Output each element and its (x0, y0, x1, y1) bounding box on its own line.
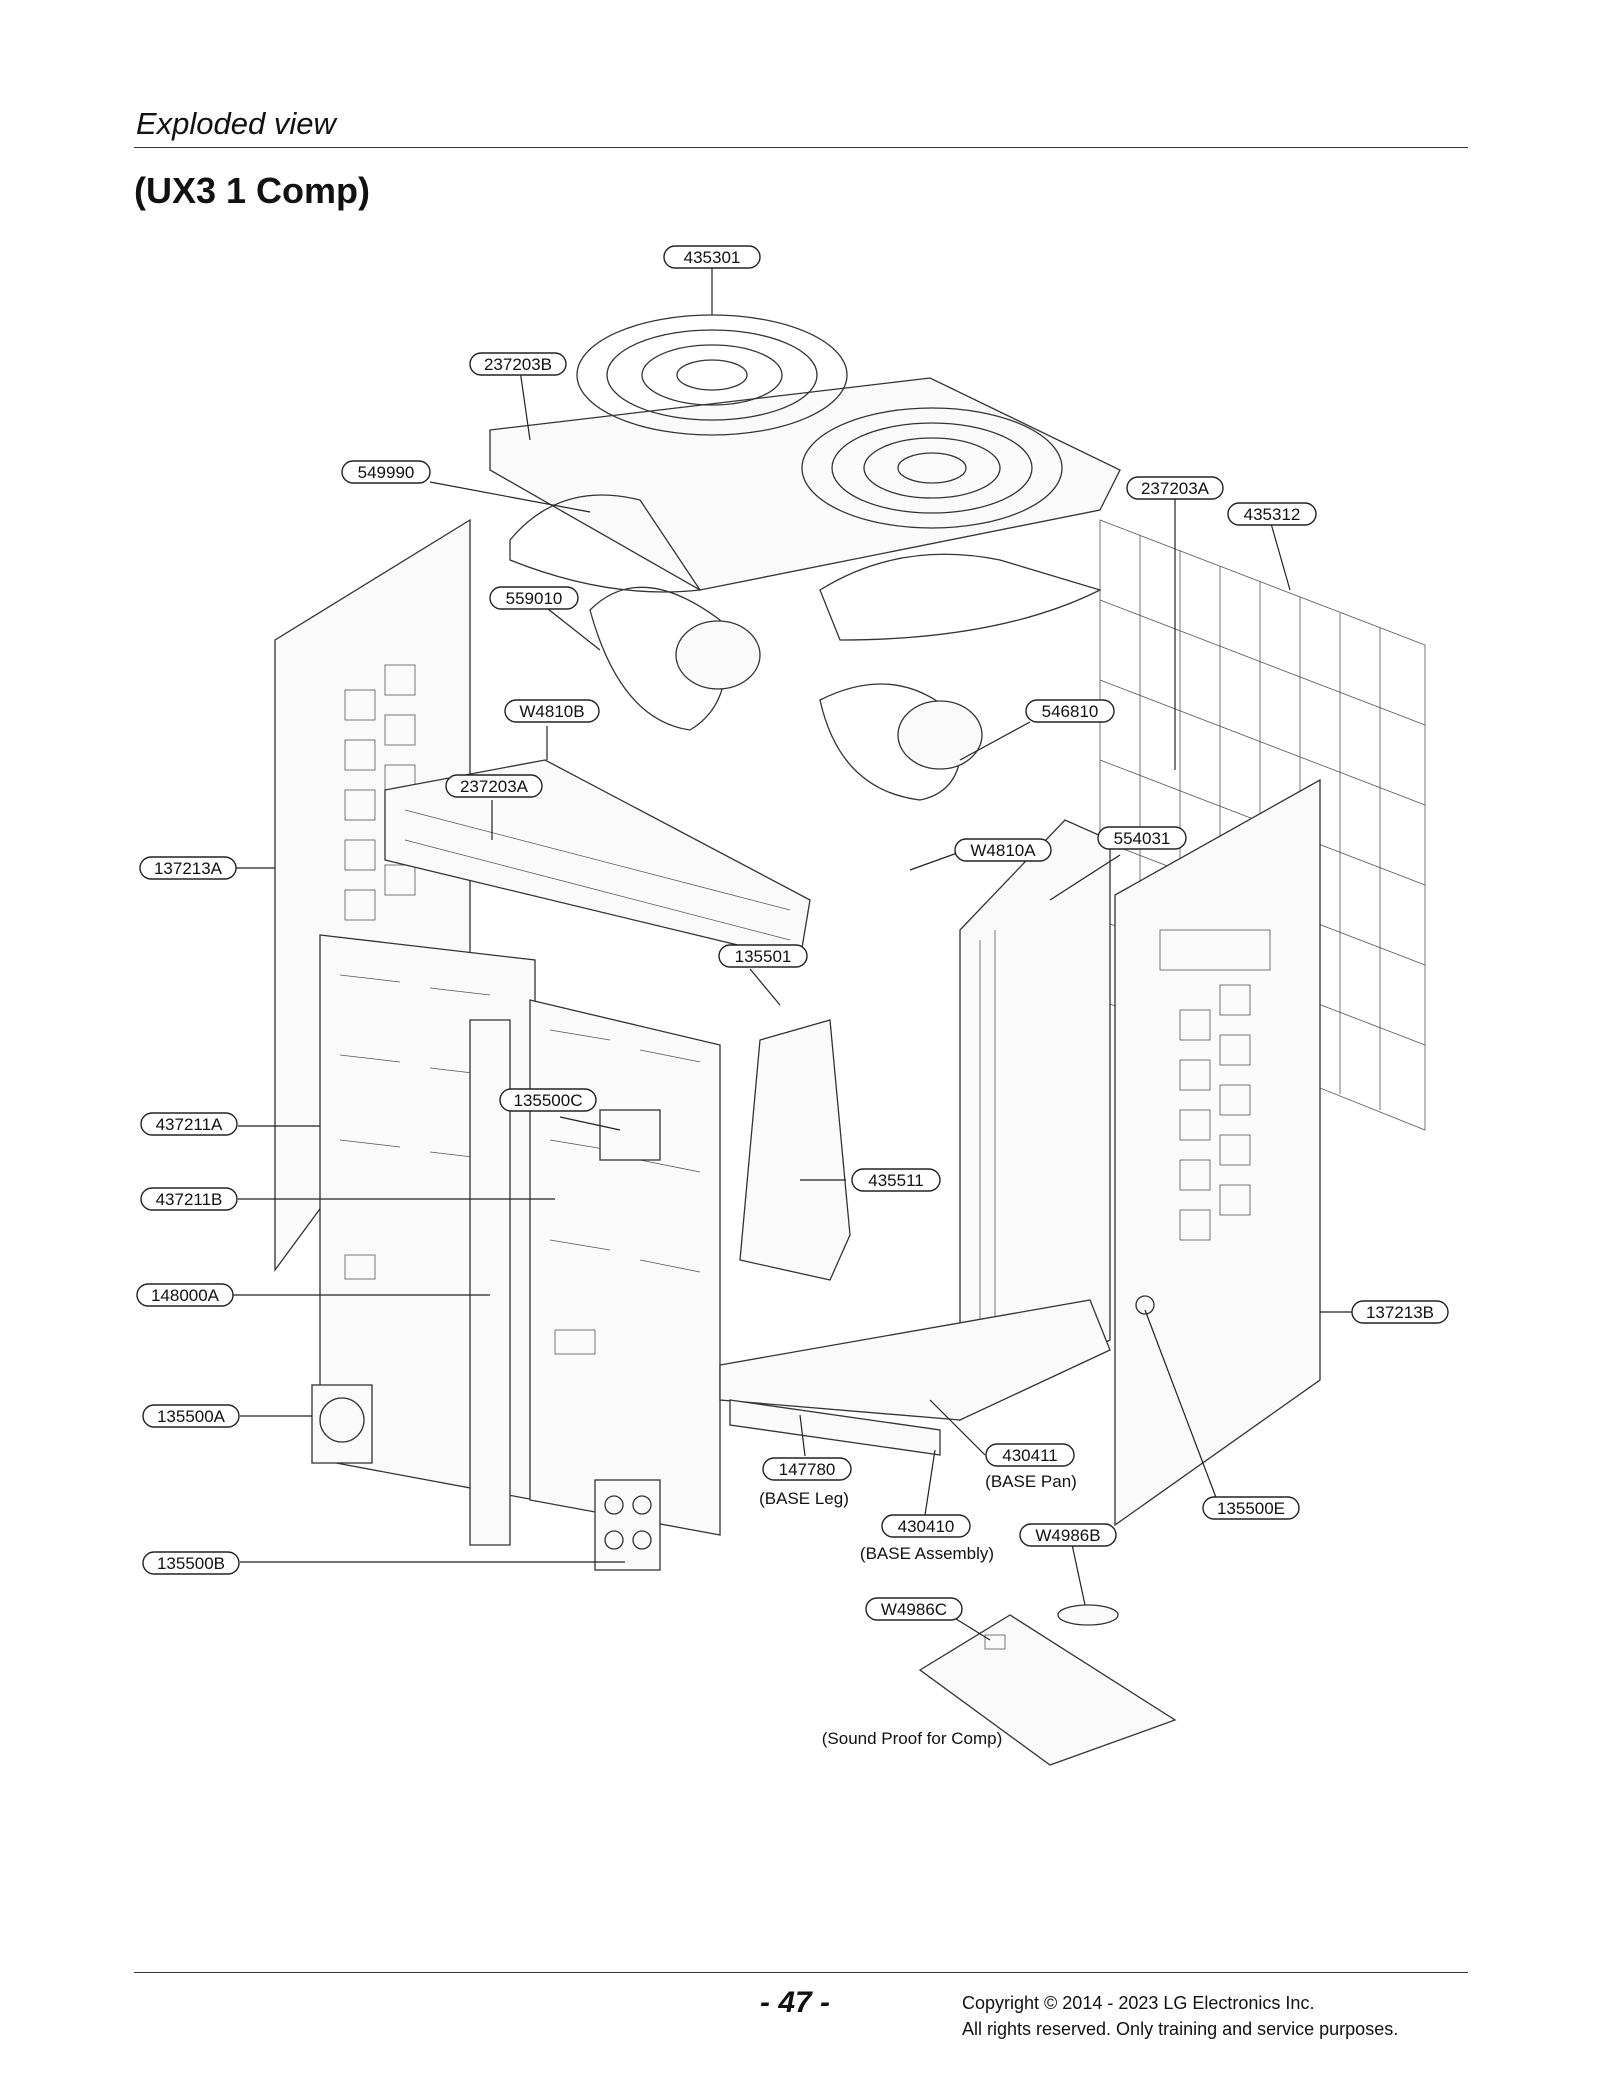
label-237203a-top: 237203A (1126, 476, 1224, 500)
part-number-text: 435312 (1244, 505, 1301, 524)
part-number-text: 135500E (1217, 1499, 1285, 1518)
label-w4810a: W4810A (954, 838, 1052, 862)
shroud-left (509, 494, 702, 593)
part-number-text: W4986C (881, 1600, 947, 1619)
grommet-b (594, 1479, 661, 1571)
label-135500b: 135500B (142, 1551, 240, 1575)
label-135500e: 135500E (1202, 1496, 1300, 1520)
part-number-text: 135500C (513, 1091, 582, 1110)
part-number-text: 435511 (868, 1171, 923, 1190)
copyright: Copyright © 2014 - 2023 LG Electronics I… (962, 1990, 1398, 2042)
front-panel-b (529, 999, 721, 1536)
part-number-text: 137213B (1366, 1303, 1434, 1322)
part-number-text: 546810 (1042, 702, 1099, 721)
label-135500a: 135500A (142, 1404, 240, 1428)
fan-blade-left (589, 586, 727, 731)
label-435312: 435312 (1227, 502, 1317, 526)
label-137213a: 137213A (139, 856, 237, 880)
motor-right (897, 700, 983, 770)
note-base-assembly: (BASE Assembly) (860, 1544, 994, 1563)
label-237203b: 237203B (469, 352, 567, 376)
page-number: - 47 - (760, 1986, 831, 2019)
part-number-text: 237203A (1141, 479, 1210, 498)
note-base-leg: (BASE Leg) (759, 1489, 849, 1508)
note-base-pan: (BASE Pan) (985, 1472, 1077, 1491)
copyright-line-2: All rights reserved. Only training and s… (962, 2019, 1399, 2039)
part-number-text: 435301 (684, 248, 741, 267)
label-435511: 435511 (851, 1168, 941, 1192)
label-546810: 546810 (1025, 699, 1115, 723)
label-147780: 147780 (762, 1457, 852, 1481)
label-559010: 559010 (489, 586, 579, 610)
control-box (739, 1019, 851, 1281)
base-pan (719, 1299, 1111, 1421)
service-panel-cover (599, 1109, 661, 1161)
label-148000a: 148000A (136, 1283, 234, 1307)
label-w4986c: W4986C (865, 1597, 963, 1621)
fan-guard-right (801, 407, 1063, 529)
copyright-line-1: Copyright © 2014 - 2023 LG Electronics I… (962, 1993, 1315, 2013)
part-number-text: 135500A (157, 1407, 226, 1426)
part-number-text: 430410 (898, 1517, 955, 1536)
part-number-text: 437211A (156, 1115, 223, 1134)
part-number-text: W4810B (519, 702, 584, 721)
part-number-text: 437211B (156, 1190, 223, 1209)
section-title: Exploded view (136, 106, 336, 141)
unit-drawing (274, 314, 1426, 1766)
front-pillar (469, 1019, 511, 1546)
label-437211a: 437211A (140, 1112, 238, 1136)
label-554031: 554031 (1097, 826, 1187, 850)
label-137213b: 137213B (1351, 1300, 1449, 1324)
part-number-text: W4810A (970, 841, 1036, 860)
header-rule (134, 147, 1468, 148)
label-135501: 135501 (718, 944, 808, 968)
label-549990: 549990 (341, 460, 431, 484)
part-number-text: 135500B (157, 1554, 225, 1573)
footer-rule (134, 1972, 1468, 1973)
label-430410: 430410 (881, 1514, 971, 1538)
part-number-text: 135501 (735, 947, 792, 966)
fan-blade-right (819, 683, 963, 801)
base-leg (729, 1399, 941, 1456)
label-w4810b: W4810B (504, 699, 600, 723)
part-number-text: 237203B (484, 355, 552, 374)
label-135500c: 135500C (499, 1088, 597, 1112)
note-sound-proof: (Sound Proof for Comp) (822, 1729, 1002, 1748)
top-panel (489, 377, 1121, 591)
grommet-a (311, 1384, 373, 1464)
motor-left (675, 620, 761, 690)
part-number-text: 137213A (154, 859, 223, 878)
label-437211b: 437211B (140, 1187, 238, 1211)
part-number-text: 430411 (1002, 1446, 1057, 1465)
part-number-text: 554031 (1114, 829, 1171, 848)
label-237203a-front: 237203A (445, 774, 543, 798)
part-number-text: 237203A (460, 777, 529, 796)
part-number-text: 148000A (151, 1286, 220, 1305)
part-number-text: W4986B (1035, 1526, 1100, 1545)
label-435301: 435301 (663, 245, 761, 269)
label-w4986b: W4986B (1019, 1523, 1117, 1547)
side-panel-right (1114, 778, 1321, 1527)
part-number-text: 559010 (506, 589, 563, 608)
part-number-text: 549990 (358, 463, 415, 482)
model-title: (UX3 1 Comp) (134, 170, 371, 211)
label-430411: 430411 (985, 1443, 1075, 1467)
sound-proof-cap (1057, 1604, 1119, 1626)
part-number-text: 147780 (779, 1460, 836, 1479)
shroud-right (819, 553, 1102, 641)
